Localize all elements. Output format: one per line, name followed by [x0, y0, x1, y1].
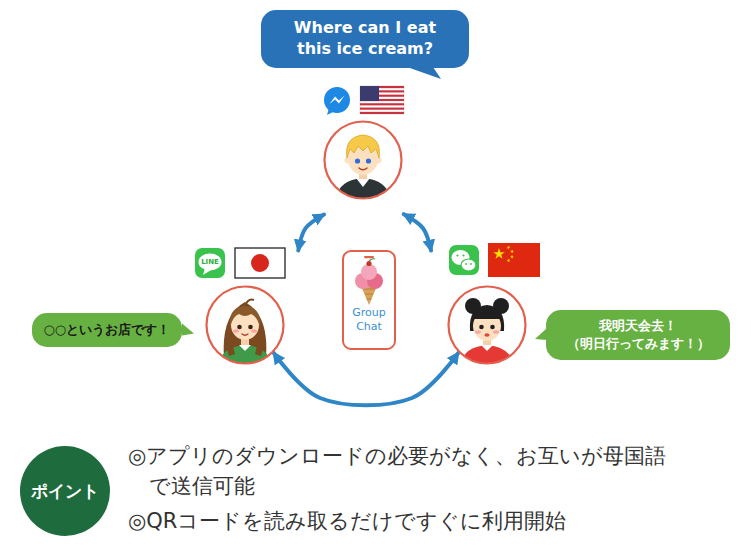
- flag-star: [507, 246, 511, 250]
- avatar-illustration: [481, 345, 493, 351]
- avatar-illustration: [347, 135, 380, 158]
- speech-bubble: Where can I eat this ice cream?: [261, 10, 469, 68]
- bubble-tail: [407, 67, 441, 79]
- speech-bubble: 我明天会去！ （明日行ってみます！）: [546, 310, 730, 360]
- icon-text: LINE: [201, 259, 219, 266]
- ice-cream-picture: [369, 259, 375, 261]
- us-flag: [360, 86, 404, 114]
- us-flag: [360, 112, 404, 114]
- speech-bubble: ○○というお店です！: [32, 313, 183, 348]
- avatar-illustration: [359, 168, 367, 170]
- avatar-illustration: [218, 300, 272, 367]
- avatar-illustration: [484, 333, 489, 337]
- flag-star: [493, 248, 504, 259]
- avatar-illustration: [475, 330, 481, 334]
- flag-star: [493, 246, 514, 263]
- wechat-icon: [449, 245, 479, 275]
- avatar-illustration: [207, 287, 284, 364]
- wechat-icon: [461, 259, 476, 271]
- avatar-illustration: [248, 325, 253, 330]
- avatar-illustration: [366, 158, 371, 163]
- point-text: ◎アプリのダウンロードの必要がなく、お互いが母国語で送信可能: [128, 441, 684, 501]
- us-flag: [360, 103, 404, 105]
- point-badge: ポイント: [20, 446, 110, 536]
- avatar-illustration: [325, 122, 402, 199]
- line-icon: [203, 268, 212, 275]
- bubble-text: 我明天会去！ （明日行ってみます！）: [558, 317, 718, 353]
- avatar-illustration: [493, 330, 499, 334]
- flag-star: [510, 250, 514, 254]
- avatar-illustration: [239, 345, 251, 351]
- flag-star: [510, 255, 514, 259]
- avatar-illustration: [205, 285, 285, 365]
- avatar-illustration: [479, 325, 484, 330]
- bubble-text: ○○というお店です！: [44, 322, 171, 339]
- avatar-illustration: [242, 334, 248, 335]
- us-flag: [360, 86, 379, 101]
- exchange-arrow: [404, 214, 431, 250]
- messenger-icon: [324, 87, 350, 113]
- avatar-illustration: [233, 329, 239, 333]
- avatar-illustration: [251, 329, 257, 333]
- exchange-arrow: [298, 215, 324, 251]
- avatar-illustration: [230, 306, 260, 327]
- line-icon: [195, 248, 225, 278]
- avatar-illustration: [245, 300, 254, 306]
- avatar-illustration: [355, 158, 360, 163]
- messenger-icon: [330, 96, 345, 105]
- badge-text: ポイント: [31, 480, 99, 503]
- avatar-illustration: [356, 178, 370, 187]
- avatar-illustration: [323, 120, 403, 200]
- flag-star: [507, 259, 511, 263]
- china-flag: [488, 243, 540, 277]
- avatar-illustration: [447, 285, 527, 365]
- messenger-icon: [324, 87, 350, 115]
- phone-box: Group Chat: [342, 250, 396, 350]
- line-icon: [195, 248, 225, 278]
- us-flag: [360, 86, 404, 114]
- avatar-illustration: [224, 302, 267, 357]
- ice-cream-picture: [363, 289, 375, 299]
- person-avatar: 我明天会去！ （明日行ってみます！）: [447, 285, 527, 365]
- us-flag: [360, 108, 404, 110]
- avatar-illustration: [460, 298, 514, 367]
- phone-text: Group Chat: [347, 306, 391, 334]
- avatar-illustration: [237, 325, 242, 330]
- wechat-icon: [449, 245, 479, 275]
- person-avatar: ○○というお店です！: [205, 285, 285, 365]
- avatar-illustration: [472, 308, 502, 323]
- ice-cream-picture: [347, 256, 391, 306]
- bubble-tail: [535, 328, 547, 340]
- ice-cream-picture: [364, 256, 374, 258]
- avatar-illustration: [490, 325, 495, 330]
- line-icon: [199, 254, 222, 271]
- wechat-icon: [456, 254, 458, 256]
- wechat-icon: [470, 263, 472, 265]
- bubble-text: Where can I eat this ice cream?: [275, 18, 455, 60]
- exchange-arrow: [274, 353, 459, 405]
- person-avatar: Where can I eat this ice cream?: [323, 120, 403, 200]
- bubble-tail: [546, 310, 730, 360]
- japan-flag: [235, 248, 285, 278]
- china-flag: [488, 243, 540, 277]
- avatar-illustration: [325, 122, 402, 199]
- avatar-illustration: [449, 287, 526, 364]
- point-text: ◎QRコードを読み取るだけですぐに利用開始: [128, 506, 684, 536]
- wechat-icon: [465, 263, 467, 265]
- wechat-icon: [462, 254, 464, 256]
- bubble-tail: [182, 323, 194, 335]
- japan-flag: [251, 254, 269, 272]
- ice-cream-picture: [361, 264, 377, 280]
- ice-cream-picture: [366, 261, 371, 266]
- japan-flag: [235, 248, 285, 278]
